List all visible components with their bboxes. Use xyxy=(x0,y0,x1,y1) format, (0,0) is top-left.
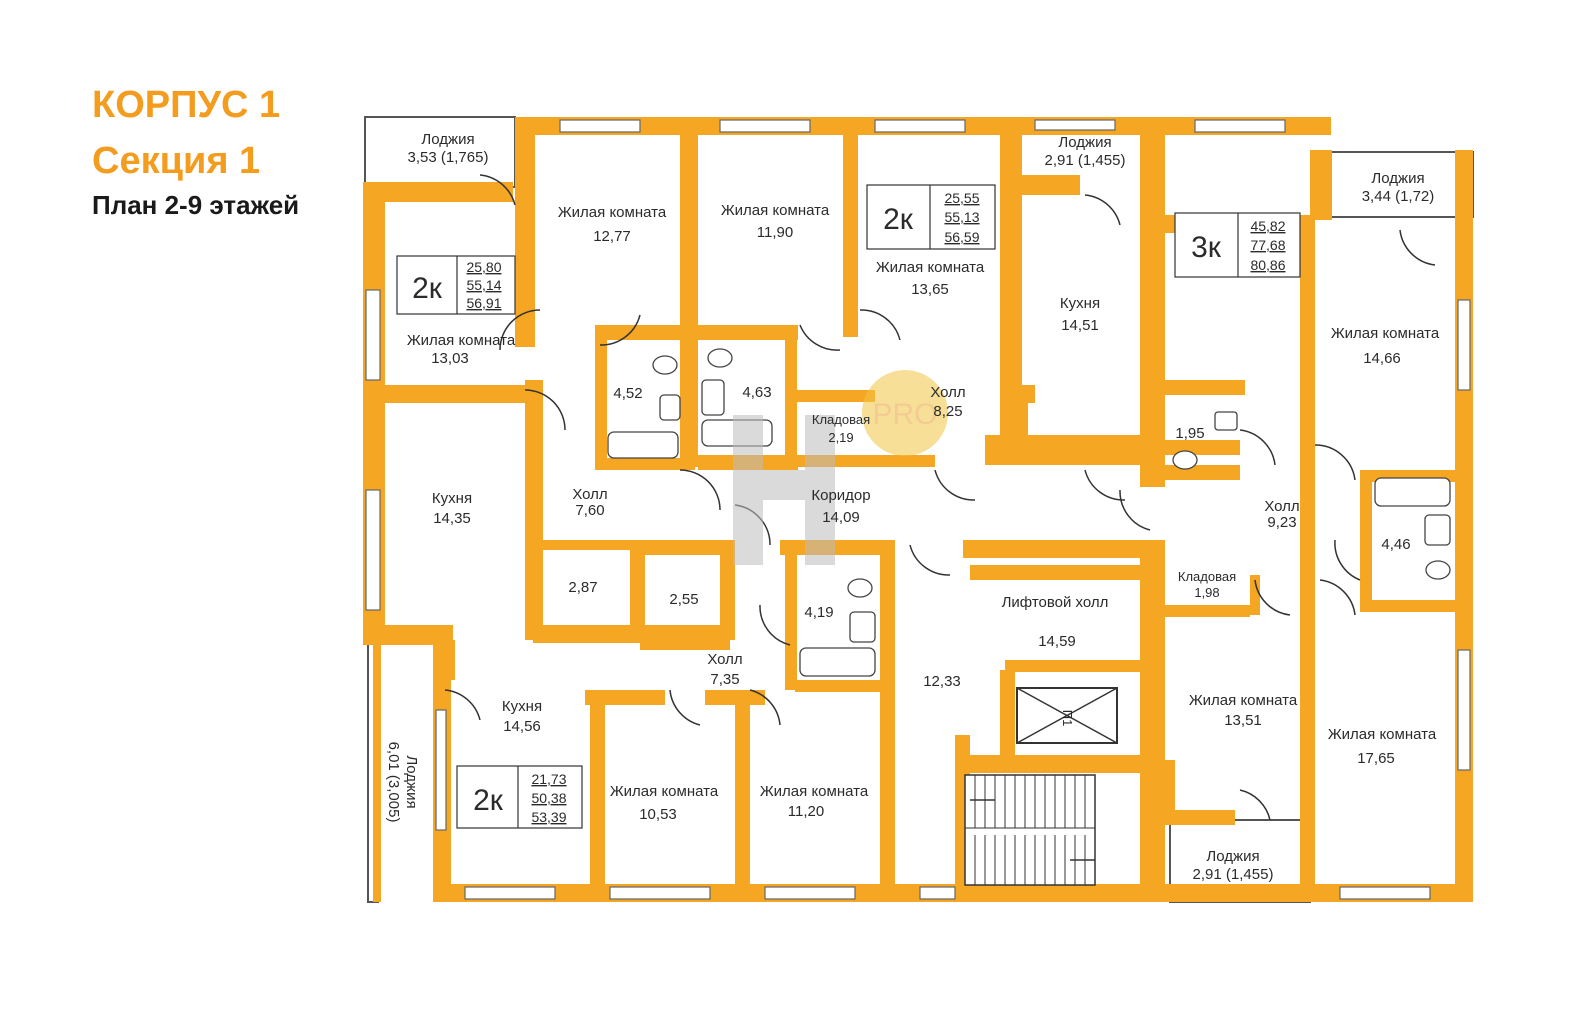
total-area: 77,68 xyxy=(1250,237,1285,253)
apartment-type: 2к xyxy=(473,784,504,817)
living-area: 21,73 xyxy=(531,771,566,787)
room-area: 1,98 xyxy=(1194,585,1219,600)
room-area: 3,53 (1,765) xyxy=(408,149,489,166)
room-name: Жилая комната xyxy=(1328,726,1437,743)
room-name: Кладовая xyxy=(812,412,870,427)
room-area: 14,51 xyxy=(1061,317,1099,334)
total-area: 50,38 xyxy=(531,790,566,806)
room-area: 14,56 xyxy=(503,718,541,735)
floor-plan-title: План 2-9 этажей xyxy=(92,190,300,220)
room-area: 4,19 xyxy=(804,604,833,621)
room-name: Лифтовой холл xyxy=(1002,594,1109,611)
room-name: Холл xyxy=(707,651,742,668)
room-name: Жилая комната xyxy=(1331,325,1440,342)
room-area: 7,60 xyxy=(575,502,604,519)
room-area: 4,63 xyxy=(742,384,771,401)
room-area: 4,46 xyxy=(1381,536,1410,553)
room-area: 14,66 xyxy=(1363,350,1401,367)
watermark-text: PRO xyxy=(872,398,937,431)
room-area: 14,09 xyxy=(822,509,860,526)
room-name: Лоджия xyxy=(403,755,420,808)
room-area: 11,90 xyxy=(757,224,793,241)
room-name: Коридор xyxy=(811,487,870,504)
room-name: Лоджия xyxy=(1058,134,1111,151)
room-name: Жилая комната xyxy=(760,783,869,800)
room-area: 10,53 xyxy=(639,806,677,823)
room-area: 13,65 xyxy=(911,281,949,298)
apartment-badge: 2к 25,80 55,14 56,91 xyxy=(396,255,516,315)
room-name: Холл xyxy=(1264,498,1299,515)
room-name: Кладовая xyxy=(1178,569,1236,584)
room-name: Жилая комната xyxy=(610,783,719,800)
apartment-type: 2к xyxy=(883,203,914,236)
elevator xyxy=(1016,687,1118,744)
room-name: Лоджия xyxy=(421,131,474,148)
staircase xyxy=(964,774,1096,886)
total-area: 55,13 xyxy=(944,209,979,225)
total-with-loggia: 56,59 xyxy=(944,229,979,245)
room-area: 4,52 xyxy=(613,385,642,402)
living-area: 45,82 xyxy=(1250,218,1285,234)
room-name: Жилая комната xyxy=(876,259,985,276)
room-area: 11,20 xyxy=(788,803,824,820)
total-with-loggia: 80,86 xyxy=(1250,257,1285,273)
room-name: Жилая комната xyxy=(1189,692,1298,709)
section-title: Секция 1 xyxy=(92,140,261,182)
room-area: 9,23 xyxy=(1267,514,1296,531)
room-name: Жилая комната xyxy=(558,204,667,221)
room-name: Холл xyxy=(930,384,965,401)
windows xyxy=(365,119,1471,900)
room-area: 7,35 xyxy=(710,671,739,688)
apartment-badge: 3к 45,82 77,68 80,86 xyxy=(1174,212,1301,278)
apartment-type: 3к xyxy=(1191,231,1222,264)
room-area: 13,03 xyxy=(431,350,469,367)
total-with-loggia: 56,91 xyxy=(466,295,501,311)
room-area: 12,77 xyxy=(593,228,631,245)
total-area: 55,14 xyxy=(466,277,501,293)
room-name: Жилая комната xyxy=(407,332,516,349)
room-area: 6,01 (3,005) xyxy=(385,742,402,823)
building-title: КОРПУС 1 xyxy=(92,84,281,126)
doors xyxy=(444,174,1436,821)
room-area: 1,95 xyxy=(1175,425,1204,442)
living-area: 25,80 xyxy=(466,259,501,275)
room-name: Кухня xyxy=(502,698,542,715)
room-area: 14,35 xyxy=(433,510,471,527)
room-area: 14,59 xyxy=(1038,633,1076,650)
room-area: 2,87 xyxy=(568,579,597,596)
elevator-label: П1 xyxy=(1060,710,1075,727)
room-area: 2,19 xyxy=(828,430,853,445)
watermark: PRO xyxy=(733,370,948,565)
room-name: Холл xyxy=(572,486,607,503)
room-labels: Лоджия 3,53 (1,765) Жилая комната 12,77 … xyxy=(385,131,1440,883)
apartment-badge: 2к 25,55 55,13 56,59 xyxy=(866,184,996,250)
room-name: Лоджия xyxy=(1371,170,1424,187)
room-name: Лоджия xyxy=(1206,848,1259,865)
total-with-loggia: 53,39 xyxy=(531,809,566,825)
apartment-badge: 2к 21,73 50,38 53,39 xyxy=(456,765,583,829)
room-area: 3,44 (1,72) xyxy=(1362,188,1435,205)
room-area: 13,51 xyxy=(1224,712,1262,729)
room-area: 2,55 xyxy=(669,591,698,608)
room-area: 2,91 (1,455) xyxy=(1193,866,1274,883)
room-area: 12,33 xyxy=(923,673,961,690)
room-area: 8,25 xyxy=(933,403,962,420)
room-area: 17,65 xyxy=(1357,750,1395,767)
living-area: 25,55 xyxy=(944,190,979,206)
apartment-type: 2к xyxy=(412,272,443,305)
room-name: Жилая комната xyxy=(721,202,830,219)
room-name: Кухня xyxy=(432,490,472,507)
room-name: Кухня xyxy=(1060,295,1100,312)
room-area: 2,91 (1,455) xyxy=(1045,152,1126,169)
bathroom-fixtures xyxy=(607,348,1451,677)
